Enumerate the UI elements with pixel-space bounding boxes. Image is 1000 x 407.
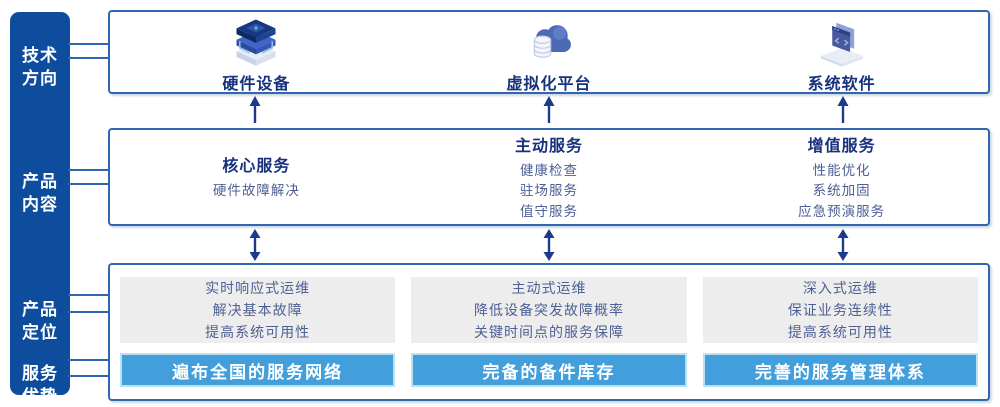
tech-item-hardware: 硬件设备: [110, 12, 403, 94]
product-content-box: 核心服务 硬件故障解决 主动服务 健康检查 驻场服务 值守服务 增值服务 性能优…: [108, 128, 990, 226]
product-positioning-box: 实时响应式运维 解决基本故障 提高系统可用性 遍布全国的服务网络 主动式运维 降…: [108, 263, 990, 401]
service-item: 应急预演服务: [798, 203, 886, 219]
connector-line: [68, 183, 108, 185]
positioning-column-proactive: 主动式运维 降低设备突发故障概率 关键时间点的服务保障 完备的备件库存: [411, 277, 687, 387]
double-arrow-icon: [837, 229, 849, 261]
sidebar-label-service-advantage: 服务 优势: [22, 364, 58, 406]
positioning-line: 深入式运维: [802, 280, 878, 296]
advantage-bar: 遍布全国的服务网络: [120, 353, 396, 387]
double-arrow-icon: [543, 229, 555, 261]
positioning-column-deep: 深入式运维 保证业务连续性 提高系统可用性 完善的服务管理体系: [702, 277, 978, 387]
double-arrow-icon: [249, 229, 261, 261]
service-column-value-added: 增值服务 性能优化 系统加固 应急预演服务: [695, 130, 988, 224]
advantage-bar: 完备的备件库存: [411, 353, 687, 387]
service-item: 硬件故障解决: [212, 183, 300, 199]
service-column-proactive: 主动服务 健康检查 驻场服务 值守服务: [403, 130, 696, 224]
connector-line: [68, 359, 108, 361]
software-window-icon: [820, 22, 863, 67]
connector-line: [68, 169, 108, 171]
up-arrow-icon: [543, 96, 555, 123]
positioning-line: 实时响应式运维: [205, 280, 311, 296]
hardware-stack-icon: [236, 19, 276, 66]
positioning-column-realtime: 实时响应式运维 解决基本故障 提高系统可用性 遍布全国的服务网络: [120, 277, 396, 387]
service-item: 健康检查: [519, 162, 578, 178]
positioning-line: 主动式运维: [511, 280, 587, 296]
tech-item-label: 系统软件: [807, 76, 876, 93]
cloud-database-icon: [533, 25, 571, 58]
service-item: 驻场服务: [519, 183, 578, 199]
service-item: 性能优化: [812, 162, 871, 178]
positioning-card: 深入式运维 保证业务连续性 提高系统可用性: [702, 277, 978, 343]
tech-item-label: 虚拟化平台: [506, 76, 592, 93]
tech-item-label: 硬件设备: [222, 76, 291, 93]
tech-item-system-software: 系统软件: [695, 12, 988, 94]
positioning-line: 保证业务连续性: [787, 302, 893, 318]
service-item: 系统加固: [812, 183, 871, 199]
positioning-line: 降低设备突发故障概率: [473, 302, 624, 318]
connector-line: [68, 375, 108, 377]
positioning-card: 实时响应式运维 解决基本故障 提高系统可用性: [120, 277, 396, 343]
sidebar-label-product-content: 产品 内容: [22, 172, 58, 214]
service-column-title: 增值服务: [807, 137, 876, 155]
category-sidebar: 技术 方向 产品 内容 产品 定位 服务 优势: [10, 12, 70, 406]
tech-direction-box: 硬件设备 虚拟化平台: [108, 10, 990, 94]
positioning-line: 提高系统可用性: [787, 324, 893, 340]
service-column-title: 主动服务: [514, 137, 583, 155]
connector-line: [68, 311, 108, 313]
positioning-card: 主动式运维 降低设备突发故障概率 关键时间点的服务保障: [411, 277, 687, 343]
connector-line: [68, 294, 108, 296]
positioning-line: 解决基本故障: [212, 302, 303, 318]
connector-line: [68, 57, 108, 59]
sidebar-label-tech-direction: 技术 方向: [22, 46, 58, 88]
positioning-line: 关键时间点的服务保障: [473, 324, 624, 340]
positioning-line: 提高系统可用性: [205, 324, 311, 340]
sidebar-label-product-position: 产品 定位: [22, 300, 58, 342]
up-arrow-icon: [837, 96, 849, 123]
service-column-title: 核心服务: [222, 158, 291, 176]
service-column-core: 核心服务 硬件故障解决: [110, 130, 403, 224]
up-arrow-icon: [249, 96, 261, 123]
connector-line: [68, 43, 108, 45]
tech-item-virtualization: 虚拟化平台: [403, 12, 696, 94]
service-item: 值守服务: [519, 203, 578, 219]
advantage-bar: 完善的服务管理体系: [702, 353, 978, 387]
